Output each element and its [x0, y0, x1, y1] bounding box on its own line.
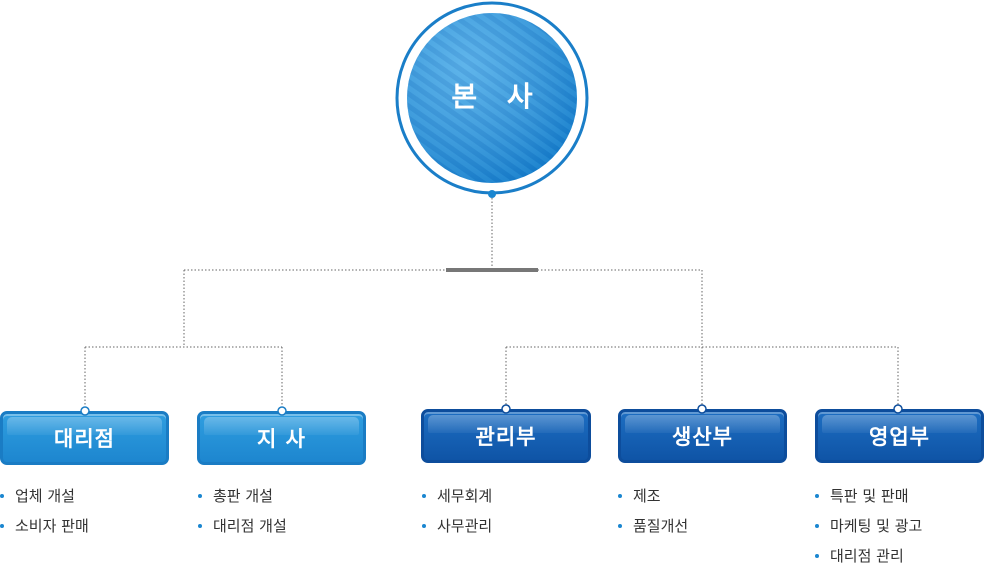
list-item: 대리점 관리 [815, 541, 922, 571]
root-label: 본 사 [451, 80, 543, 113]
dept-branch-list: 총판 개설 대리점 개설 [198, 481, 287, 541]
dept-branch-box: 지 사 [197, 411, 366, 465]
bullet-icon [815, 524, 819, 528]
dept-production-list: 제조 품질개선 [618, 481, 688, 541]
dept-branch-label: 지 사 [257, 427, 306, 451]
list-item: 품질개선 [618, 511, 688, 541]
list-item: 업체 개설 [0, 481, 89, 511]
root-node [395, 1, 589, 198]
dept-sales-list: 특판 및 판매 마케팅 및 광고 대리점 관리 [815, 481, 922, 571]
dept-sales-label: 영업부 [869, 425, 930, 449]
list-item: 총판 개설 [198, 481, 287, 511]
bullet-icon [618, 494, 622, 498]
bullet-icon [422, 524, 426, 528]
dept-agency-list: 업체 개설 소비자 판매 [0, 481, 89, 541]
dept-agency-box: 대리점 [0, 411, 169, 465]
list-item: 제조 [618, 481, 688, 511]
bullet-icon [198, 494, 202, 498]
dept-management-label: 관리부 [475, 425, 537, 449]
junction-bar [446, 268, 538, 272]
bullet-icon [0, 524, 4, 528]
list-item: 사무관리 [422, 511, 492, 541]
list-item: 대리점 개설 [198, 511, 287, 541]
dept-agency-label: 대리점 [54, 427, 115, 451]
dept-management-list: 세무회계 사무관리 [422, 481, 492, 541]
bullet-icon [422, 494, 426, 498]
root-connector-dot [488, 190, 496, 198]
bullet-icon [618, 524, 622, 528]
connector-lines [84, 198, 899, 410]
bullet-icon [815, 494, 819, 498]
bullet-icon [198, 524, 202, 528]
list-item: 소비자 판매 [0, 511, 89, 541]
list-item: 마케팅 및 광고 [815, 511, 922, 541]
list-item: 특판 및 판매 [815, 481, 922, 511]
dept-production-label: 생산부 [672, 425, 733, 449]
list-item: 세무회계 [422, 481, 492, 511]
dept-management-box: 관리부 [421, 409, 591, 463]
dept-sales-box: 영업부 [815, 409, 984, 463]
dept-production-box: 생산부 [618, 409, 787, 463]
bullet-icon [815, 554, 819, 558]
bullet-icon [0, 494, 4, 498]
